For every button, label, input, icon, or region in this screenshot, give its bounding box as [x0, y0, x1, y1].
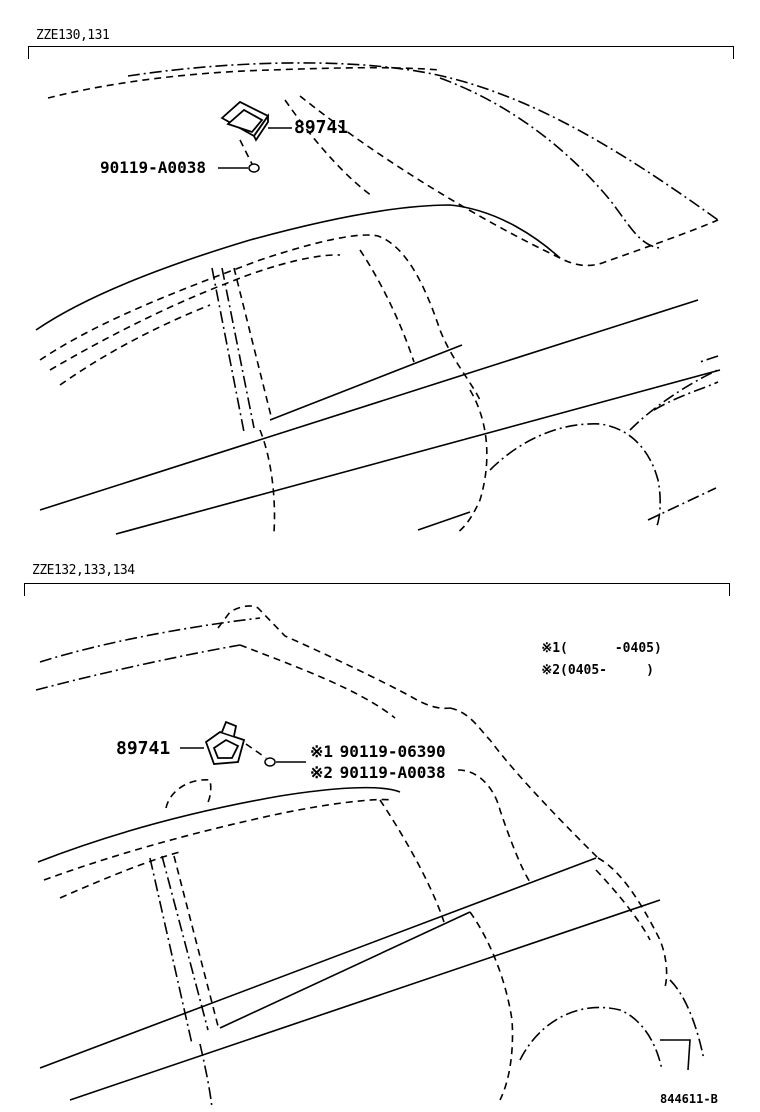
section1-control-module [220, 100, 270, 142]
section1-bolt [239, 139, 260, 173]
section1-car-body [35, 62, 721, 535]
section2-model-code: ZZE132,133,134 [32, 563, 135, 578]
note1-range: ( -0405) [560, 641, 662, 656]
section2-bolt [245, 743, 276, 767]
section2-module-label: 89741 [116, 738, 171, 759]
section2-note-2: ※2(0405- ) [510, 648, 654, 693]
section2-bracket [24, 583, 730, 596]
bolt2-mark: ※2 [310, 763, 334, 782]
bolt1-part-number: 90119-06390 [339, 742, 446, 761]
note2-range: (0405- ) [560, 663, 654, 678]
bolt1-mark: ※1 [310, 742, 334, 761]
section2-bolt2-callout: ※2 90119-A0038 [310, 763, 446, 782]
section2-note-1: ※1( -0405) [510, 626, 662, 671]
section2-car-body [35, 605, 705, 1109]
section1-model-code: ZZE130,131 [36, 28, 110, 43]
section2-control-module [204, 720, 246, 765]
note2-mark: ※2 [541, 663, 561, 678]
section1-module-label: 89741 [294, 117, 349, 138]
figure-number: 844611-B [660, 1092, 718, 1106]
section2-bolt1-callout: ※1 90119-06390 [310, 742, 446, 761]
section1-bolt-label: 90119-A0038 [100, 158, 206, 177]
section1-bracket [28, 46, 734, 59]
note1-mark: ※1 [541, 641, 561, 656]
bolt2-part-number: 90119-A0038 [339, 763, 446, 782]
